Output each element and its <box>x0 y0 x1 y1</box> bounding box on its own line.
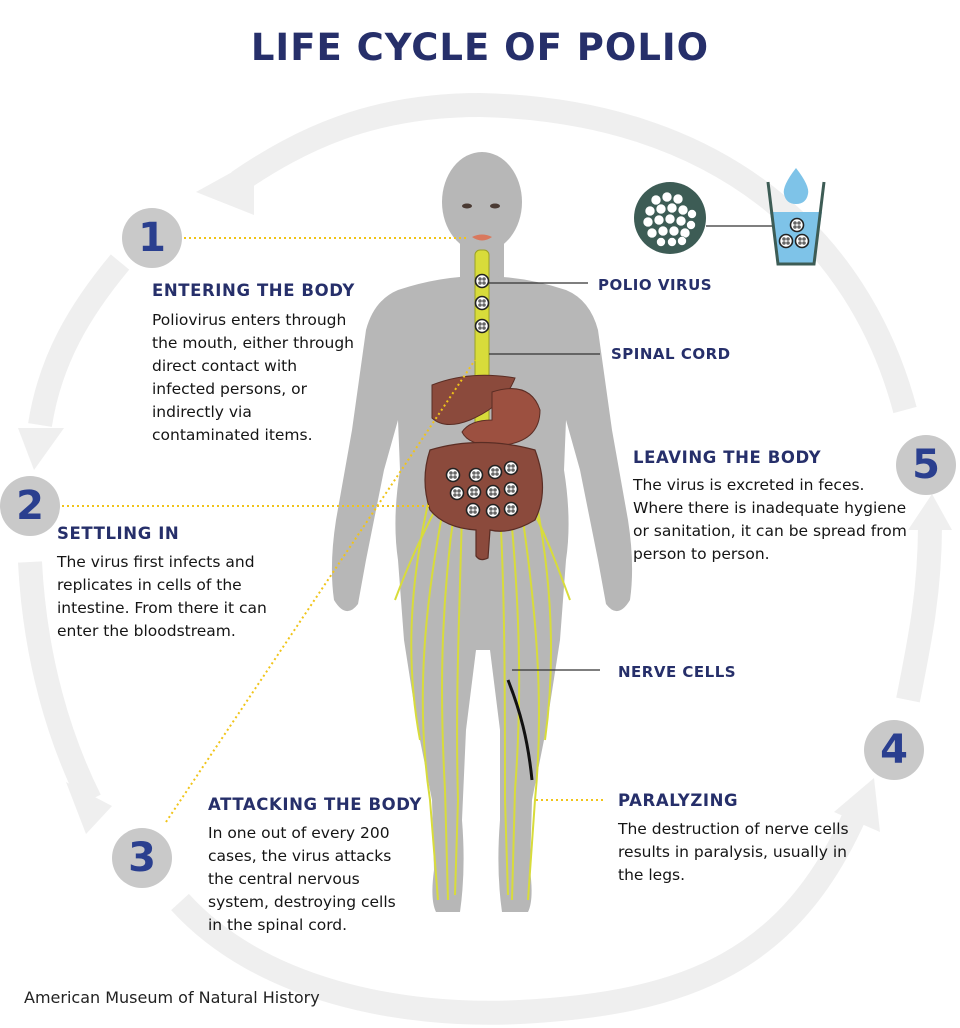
nerves <box>394 494 571 901</box>
step-2-number: 2 <box>0 476 60 536</box>
cycle-arrows <box>18 92 942 1025</box>
step-4-number: 4 <box>864 720 924 780</box>
arrow-left-lower <box>18 561 101 806</box>
leader-lines <box>62 237 604 823</box>
credit-line: American Museum of Natural History <box>24 988 320 1007</box>
step-2-body: The virus first infects and replicates i… <box>57 553 267 640</box>
step-4-heading: PARALYZING <box>618 791 739 810</box>
step-3-body: In one out of every 200 cases, the virus… <box>208 824 396 934</box>
step-5-number: 5 <box>896 435 956 495</box>
water-drop <box>783 168 809 204</box>
arrow-left-upper <box>28 254 130 427</box>
step-1-body: Poliovirus enters through the mouth, eit… <box>152 311 355 444</box>
arrow-bottom <box>171 810 866 1025</box>
arrow-right <box>896 524 942 703</box>
label-polio-virus: POLIO VIRUS <box>598 276 713 294</box>
step-2-heading: SETTLING IN <box>57 524 180 543</box>
arrowhead-right <box>908 494 952 530</box>
water-glass <box>766 168 826 266</box>
throat-virions <box>474 273 490 334</box>
step-5-body: The virus is excreted in feces. Where th… <box>633 476 907 563</box>
face <box>462 203 500 241</box>
step-3-number: 3 <box>112 828 172 888</box>
arrow-top <box>231 92 917 414</box>
label-nerve-cells: NERVE CELLS <box>618 663 737 681</box>
arrowhead-bottom <box>834 778 880 832</box>
step-1-heading: ENTERING THE BODY <box>152 281 355 300</box>
step-4-body: The destruction of nerve cells results i… <box>618 820 849 884</box>
page-title: LIFE CYCLE OF POLIO <box>250 26 710 69</box>
step-5-heading: LEAVING THE BODY <box>633 448 822 467</box>
arrowheads <box>18 160 952 834</box>
arrowhead-left-upper <box>18 428 64 470</box>
polio-virus-closeup <box>634 182 792 254</box>
step-1-number: 1 <box>122 208 182 268</box>
arrowhead-left-lower <box>66 782 112 834</box>
arrowhead-top <box>196 160 254 215</box>
damaged-nerve <box>506 679 534 781</box>
label-spinal-cord: SPINAL CORD <box>611 345 731 363</box>
body-silhouette <box>331 152 633 912</box>
step-3-heading: ATTACKING THE BODY <box>208 795 422 814</box>
